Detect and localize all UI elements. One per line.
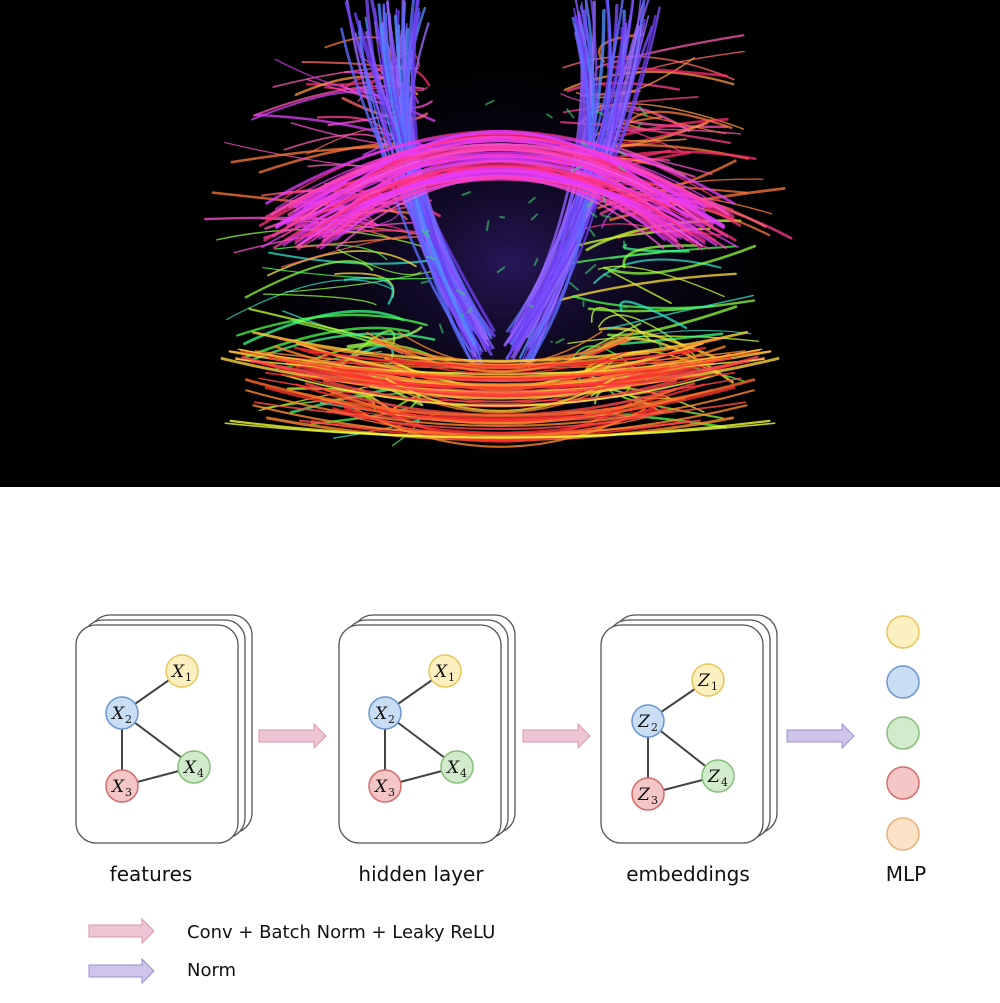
- node-letter: X: [433, 662, 448, 682]
- node-3: X 3: [105, 769, 139, 803]
- node-4: X 4: [440, 750, 474, 784]
- node-letter: X: [110, 777, 125, 797]
- stage-label: hidden layer: [358, 862, 484, 886]
- node-subscript: 3: [388, 786, 395, 799]
- node-letter: X: [373, 704, 388, 724]
- mlp-label: MLP: [886, 862, 926, 886]
- arrow-conv-1: [258, 722, 327, 750]
- stage-features: X 1 X 2 X 3 X 4 features: [75, 614, 253, 886]
- node-1: X 1: [428, 654, 462, 688]
- node-letter: X: [445, 758, 460, 778]
- arrow-conv-2: [522, 722, 591, 750]
- node-letter: X: [110, 704, 125, 724]
- node-subscript: 2: [125, 713, 132, 726]
- node-4: Z 4: [701, 759, 735, 793]
- node-subscript: 1: [185, 671, 192, 684]
- stage-hidden-layer: X 1 X 2 X 3 X 4 hidden layer: [338, 614, 516, 886]
- node-subscript: 1: [448, 671, 455, 684]
- node-subscript: 4: [197, 767, 204, 780]
- node-2: X 2: [105, 696, 139, 730]
- node-letter: Z: [637, 785, 651, 805]
- node-subscript: 4: [460, 767, 467, 780]
- node-letter: Z: [707, 767, 721, 787]
- brain-fibers-graphic: [204, 0, 810, 470]
- mlp-column: MLP: [886, 615, 926, 886]
- node-subscript: 1: [711, 680, 718, 693]
- legend-text-conv: Conv + Batch Norm + Leaky ReLU: [187, 922, 495, 943]
- node-1: Z 1: [691, 663, 725, 697]
- node-4: X 4: [177, 750, 211, 784]
- node-letter: X: [170, 662, 185, 682]
- legend-arrow-conv: [88, 917, 155, 945]
- mlp-node-blue: [886, 665, 920, 699]
- node-subscript: 2: [388, 713, 395, 726]
- node-letter: Z: [637, 712, 651, 732]
- node-subscript: 4: [721, 776, 728, 789]
- node-3: X 3: [368, 769, 402, 803]
- node-subscript: 3: [125, 786, 132, 799]
- mlp-node-green: [886, 716, 920, 750]
- node-letter: Z: [697, 671, 711, 691]
- stage-label: embeddings: [626, 862, 750, 886]
- node-1: X 1: [165, 654, 199, 688]
- node-2: X 2: [368, 696, 402, 730]
- stage-embeddings: Z 1 Z 2 Z 3 Z 4 embeddings: [600, 614, 778, 886]
- gnn-pipeline-diagram: X 1 X 2 X 3 X 4 features: [0, 487, 1000, 999]
- stage-label: features: [110, 862, 193, 886]
- mlp-node-red: [886, 766, 920, 800]
- legend-text-norm: Norm: [187, 960, 236, 981]
- node-subscript: 2: [651, 721, 658, 734]
- node-subscript: 3: [651, 794, 658, 807]
- brain-tractography-image: [0, 0, 1000, 487]
- mlp-node-yellow: [886, 615, 920, 649]
- node-2: Z 2: [631, 704, 665, 738]
- mlp-node-orange: [886, 817, 920, 851]
- arrow-norm: [786, 722, 855, 750]
- legend-arrow-norm: [88, 957, 155, 985]
- node-letter: X: [373, 777, 388, 797]
- node-letter: X: [182, 758, 197, 778]
- node-3: Z 3: [631, 777, 665, 811]
- legend: Conv + Batch Norm + Leaky ReLU Norm: [88, 917, 495, 985]
